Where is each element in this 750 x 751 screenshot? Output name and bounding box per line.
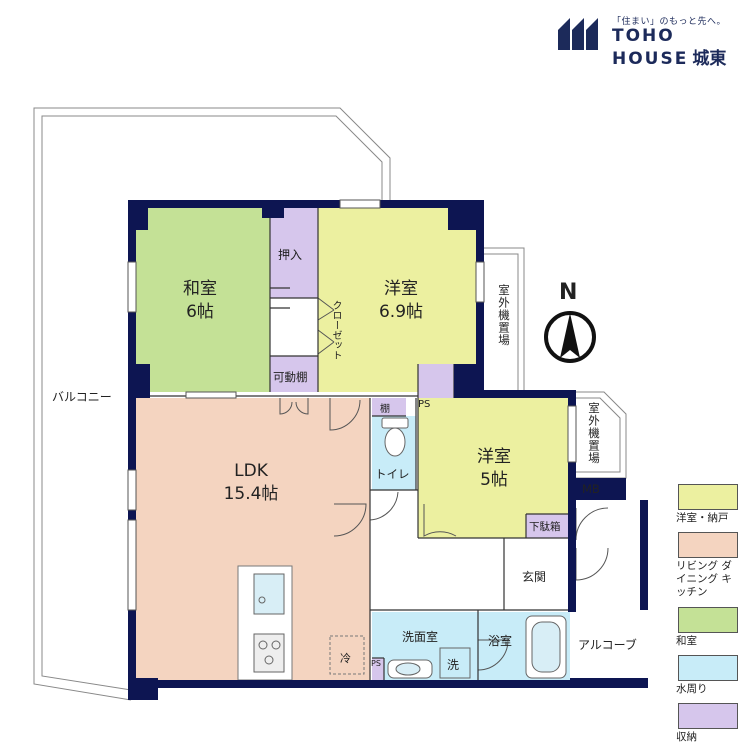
kadoudana-label: 可動棚 bbox=[273, 370, 308, 384]
logo-name-suffix: 城東 bbox=[692, 49, 727, 69]
oshiire-label: 押入 bbox=[278, 248, 303, 262]
legend-label: リビング ダイニング キッチン bbox=[676, 560, 732, 599]
youshitsu-b-size: 5帖 bbox=[480, 469, 508, 490]
legend-label: 収納 bbox=[676, 730, 697, 743]
washbasin-icon bbox=[387, 659, 433, 679]
senmenshitsu-label: 洗面室 bbox=[402, 630, 439, 644]
yokushitsu-label: 浴室 bbox=[488, 634, 513, 648]
ps-top-label: PS bbox=[418, 399, 431, 410]
stove-icon bbox=[253, 633, 285, 673]
youshitsu-b-name: 洋室 bbox=[477, 447, 511, 467]
genkan-label: 玄関 bbox=[522, 570, 547, 584]
toilet-fixture-icon bbox=[381, 417, 409, 457]
sink-icon bbox=[253, 573, 285, 615]
rei-label: 冷 bbox=[340, 652, 351, 665]
legend-label: 水周り bbox=[676, 682, 708, 695]
legend-item-ldk: リビング ダイニング キッチン bbox=[676, 532, 748, 599]
washitsu-fill bbox=[134, 206, 270, 392]
oshiire-fill bbox=[270, 206, 318, 298]
ps-top-fill bbox=[418, 364, 454, 398]
washitsu-label: 和室 6帖 bbox=[160, 278, 240, 324]
compass-n-label: N bbox=[559, 280, 578, 305]
logo-mark-icon bbox=[558, 18, 598, 50]
fridge-space bbox=[329, 635, 365, 675]
kitchen-counter bbox=[237, 565, 365, 681]
alcove-label: アルコーブ bbox=[578, 638, 637, 652]
logo-name-line1: TOHO bbox=[612, 26, 675, 46]
ldk-label: LDK 15.4帖 bbox=[206, 460, 296, 506]
ldk-size: 15.4帖 bbox=[223, 483, 279, 504]
legend-swatch bbox=[678, 606, 738, 633]
legend-item-water: 水周り bbox=[676, 654, 748, 696]
genkan-fill bbox=[504, 538, 572, 610]
ps-bottom-label: PS bbox=[371, 659, 381, 668]
sen-label: 洗 bbox=[447, 658, 460, 672]
toilet-label: トイレ bbox=[375, 467, 410, 481]
kadoudana-fill bbox=[270, 356, 318, 392]
youshitsu-a-label: 洋室 6.9帖 bbox=[356, 278, 446, 324]
youshitsu-a-name: 洋室 bbox=[384, 279, 418, 299]
windows bbox=[127, 199, 577, 611]
legend-item-washitsu: 和室 bbox=[676, 606, 748, 648]
interior-walls bbox=[134, 206, 572, 682]
outdoor-unit-1-label: 室外機置場 bbox=[497, 284, 511, 347]
tana-fill bbox=[372, 398, 406, 416]
washer-area bbox=[439, 647, 471, 679]
doors bbox=[279, 297, 609, 671]
legend-swatch bbox=[678, 484, 738, 510]
exterior-walls bbox=[128, 200, 648, 700]
balcony-outline bbox=[33, 107, 391, 701]
outdoor-unit-outline bbox=[482, 247, 627, 479]
mb-label: MB bbox=[582, 482, 600, 496]
legend-item-youshitsu: 洋室・納戸 bbox=[676, 484, 748, 525]
logo-tagline: 「住まい」のもっと先へ。 bbox=[612, 17, 727, 27]
ps-bottom-fill bbox=[372, 658, 384, 682]
ldk-name: LDK bbox=[234, 461, 268, 481]
legend-swatch bbox=[678, 654, 738, 681]
compass-icon bbox=[544, 311, 596, 363]
legend-label: 和室 bbox=[676, 634, 697, 647]
washitsu-size: 6帖 bbox=[186, 301, 214, 322]
youshitsu-a-fill bbox=[318, 206, 480, 392]
tana-label: 棚 bbox=[380, 404, 390, 415]
balcony-label: バルコニー bbox=[52, 390, 112, 404]
legend-label: 洋室・納戸 bbox=[676, 512, 729, 524]
legend-swatch bbox=[678, 532, 738, 559]
legend: 洋室・納戸 リビング ダイニング キッチン 和室 水周り 収納 bbox=[676, 484, 748, 751]
closet-fill bbox=[270, 298, 318, 356]
logo-name-house: HOUSE bbox=[612, 49, 689, 69]
youshitsu-a-size: 6.9帖 bbox=[378, 301, 424, 322]
closet-label: クローゼット bbox=[330, 300, 341, 360]
bathtub-icon bbox=[525, 615, 567, 679]
youshitsu-b-label: 洋室 5帖 bbox=[454, 446, 534, 492]
legend-item-storage: 収納 bbox=[676, 702, 748, 744]
getabako-fill bbox=[526, 514, 572, 538]
washitsu-name: 和室 bbox=[183, 279, 217, 299]
legend-swatch bbox=[678, 702, 738, 729]
getabako-label: 下駄箱 bbox=[529, 521, 561, 533]
outdoor-unit-2-label: 室外機置場 bbox=[587, 402, 601, 465]
